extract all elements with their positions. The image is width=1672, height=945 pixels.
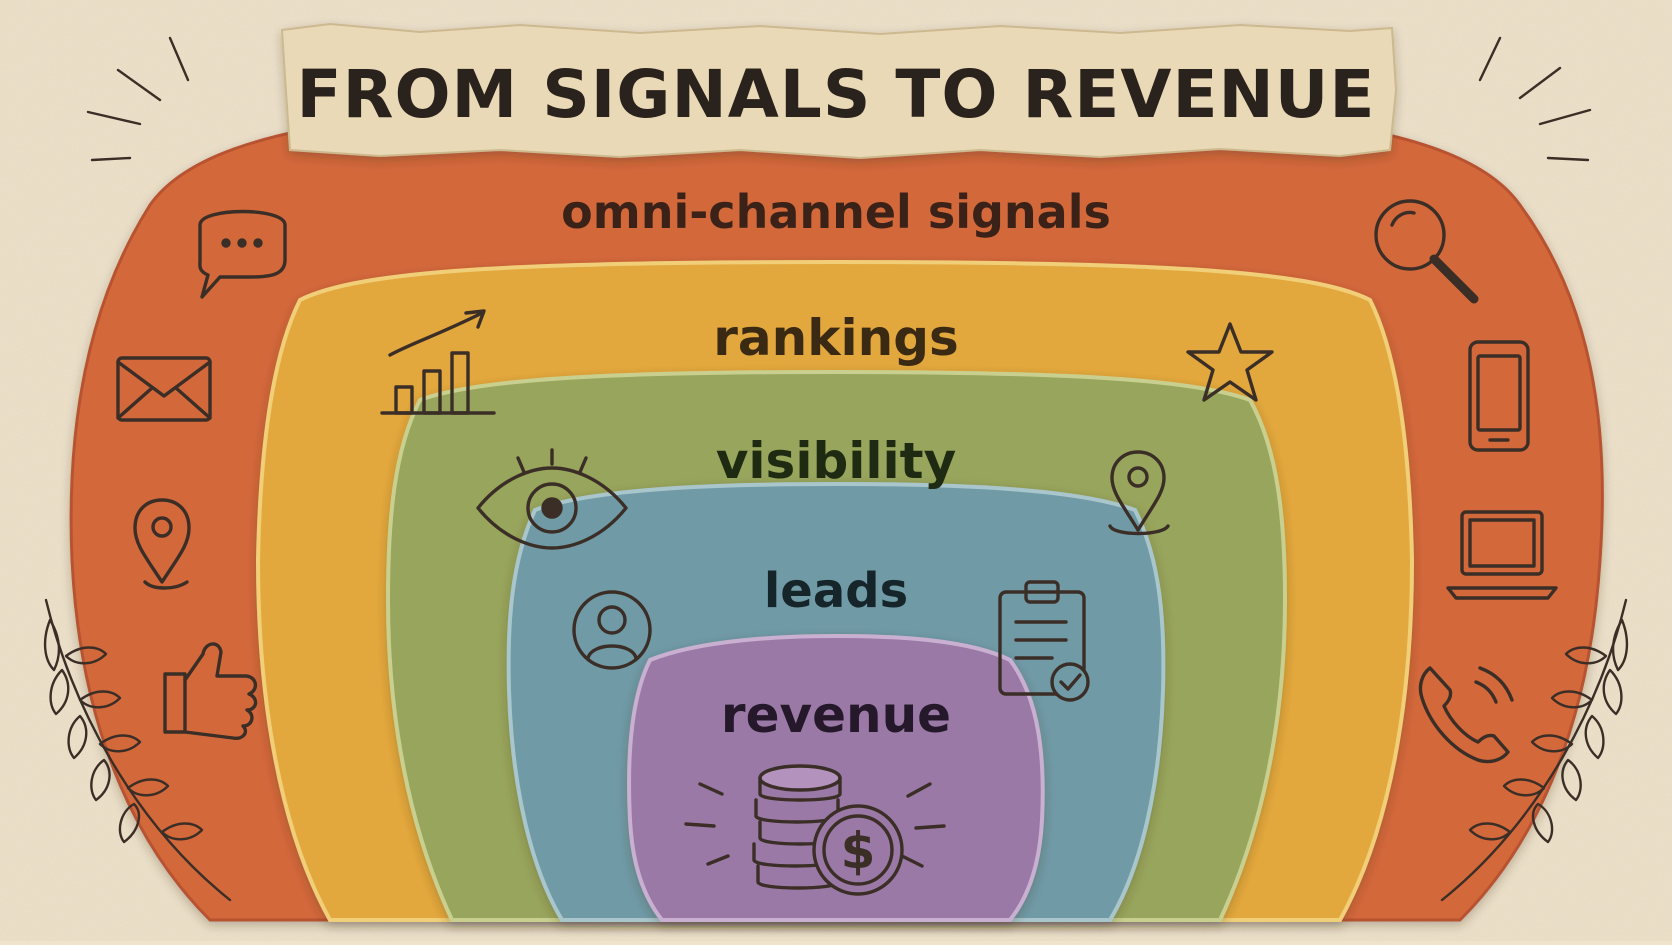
title-banner: FROM SIGNALS TO REVENUE xyxy=(280,22,1398,160)
map-pin-icon xyxy=(133,498,191,590)
magnifier-icon xyxy=(1374,199,1479,304)
page-title: FROM SIGNALS TO REVENUE xyxy=(297,56,1376,133)
smartphone-icon xyxy=(1468,340,1530,452)
star-icon xyxy=(1186,322,1274,402)
user-circle-icon xyxy=(572,590,652,670)
sparkle-lines xyxy=(86,36,1592,162)
svg-text:$: $ xyxy=(841,822,876,880)
layer-label-revenue: revenue xyxy=(721,686,951,744)
layer-label-signals: omni-channel signals xyxy=(561,185,1111,239)
layer-label-leads: leads xyxy=(764,563,908,619)
bar-chart-rising-icon xyxy=(380,309,496,415)
phone-ringing-icon xyxy=(1418,666,1514,764)
clipboard-check-icon xyxy=(998,580,1090,702)
location-pin-icon xyxy=(1108,450,1170,536)
chat-bubble-icon xyxy=(198,209,287,299)
laptop-icon xyxy=(1446,510,1558,600)
layer-label-rankings: rankings xyxy=(713,309,959,367)
laurel-branch-right xyxy=(1440,598,1629,902)
thumbs-up-icon xyxy=(163,642,258,740)
eye-icon xyxy=(476,448,628,550)
coins-dollar-icon: $ xyxy=(684,764,946,896)
laurel-branch-left xyxy=(43,598,232,902)
layer-label-visibility: visibility xyxy=(716,432,956,490)
envelope-icon xyxy=(116,356,212,422)
